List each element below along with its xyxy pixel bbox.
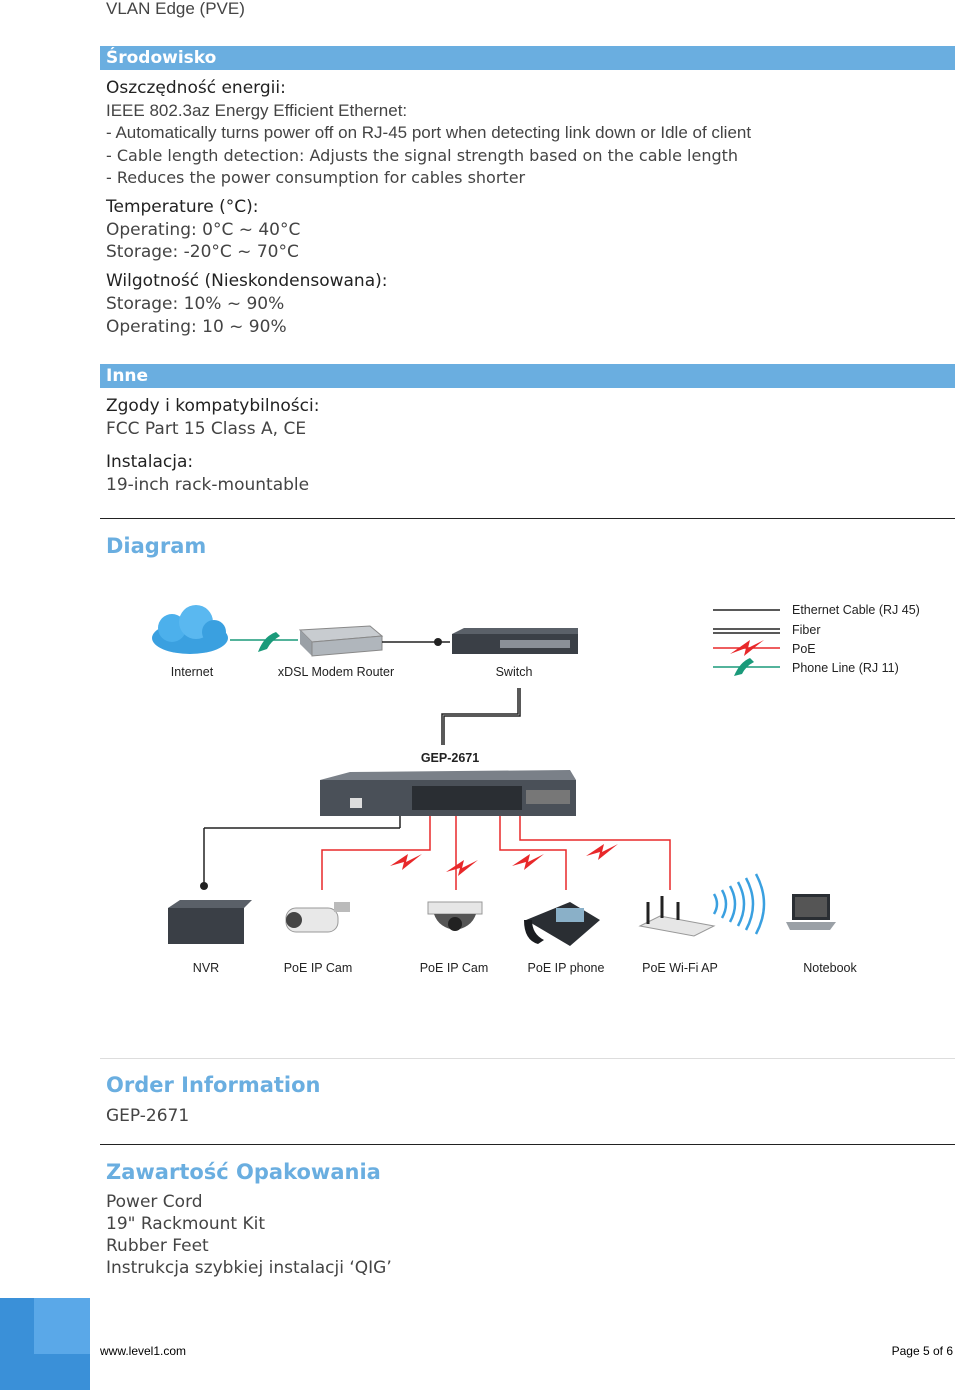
section-title-other: Inne [106, 366, 149, 386]
legend-label: Phone Line (RJ 11) [792, 661, 899, 675]
poe-bolt-icon [446, 860, 478, 876]
energy-line: - Reduces the power consumption for cabl… [106, 168, 526, 187]
footer-website[interactable]: www.level1.com [100, 1344, 187, 1358]
legend-label: Ethernet Cable (RJ 45) [792, 603, 920, 617]
device-label-router: xDSL Modem Router [278, 665, 394, 679]
legend-label: Fiber [792, 623, 820, 637]
device-label-nvr: NVR [193, 961, 219, 975]
install-value: 19-inch rack-mountable [106, 475, 310, 495]
energy-line: - Cable length detection: Adjusts the si… [106, 146, 739, 165]
notebook-icon [786, 894, 836, 930]
spec-value-vlan-edge: VLAN Edge (PVE) [106, 0, 245, 18]
humidity-label: Wilgotność (Nieskondensowana): [106, 271, 388, 291]
install-label: Instalacja: [106, 452, 194, 472]
nvr-icon [168, 900, 252, 944]
temperature-operating: Operating: 0°C ~ 40°C [106, 220, 301, 240]
device-label-notebook: Notebook [803, 961, 857, 975]
footer-page-number: Page 5 of 6 [891, 1344, 953, 1358]
poe-bolt-icon [390, 854, 422, 870]
center-device-label: GEP-2671 [421, 751, 479, 765]
phone-line-icon [258, 632, 280, 652]
legend-phone-icon [734, 658, 754, 676]
package-item: Power Cord [106, 1192, 203, 1212]
ip-phone-icon [524, 902, 600, 946]
device-label-wifi-ap: PoE Wi-Fi AP [642, 961, 718, 975]
poe-bolt-icon [586, 844, 618, 860]
order-value: GEP-2671 [106, 1106, 190, 1126]
section-bar-environment: Środowisko [100, 46, 955, 70]
ip-camera-icon [285, 902, 350, 933]
divider [100, 518, 955, 519]
device-label-ip-phone: PoE IP phone [528, 961, 605, 975]
network-diagram: Ethernet Cable (RJ 45) Fiber PoE Phone L… [152, 603, 920, 975]
energy-line: IEEE 802.3az Energy Efficient Ethernet: [106, 101, 408, 120]
device-label-switch: Switch [496, 665, 533, 679]
switch-icon [452, 628, 578, 654]
package-item: Rubber Feet [106, 1236, 209, 1256]
humidity-operating: Operating: 10 ~ 90% [106, 317, 287, 337]
cloud-icon [152, 605, 228, 654]
device-label-internet: Internet [171, 665, 214, 679]
diagram-legend: Ethernet Cable (RJ 45) Fiber PoE Phone L… [713, 603, 920, 676]
compliance-value: FCC Part 15 Class A, CE [106, 419, 307, 439]
poe-bolt-icon [512, 854, 544, 870]
order-heading: Order Information [106, 1073, 321, 1097]
package-heading: Zawartość Opakowania [106, 1160, 381, 1184]
router-icon [298, 625, 384, 657]
footer-brand-square [34, 1298, 90, 1354]
section-title-environment: Środowisko [106, 48, 217, 68]
device-label-ip-cam: PoE IP Cam [284, 961, 353, 975]
package-item: 19" Rackmount Kit [106, 1214, 266, 1234]
section-bar-other: Inne [100, 364, 955, 388]
device-label-ip-cam: PoE IP Cam [420, 961, 489, 975]
gep-switch-icon [320, 770, 576, 816]
footer-brand-block [0, 1298, 90, 1390]
temperature-label: Temperature (°C): [106, 197, 259, 217]
energy-line: - Automatically turns power off on RJ-45… [106, 123, 752, 142]
energy-label: Oszczędność energii: [106, 78, 286, 98]
divider [100, 1058, 955, 1059]
compliance-label: Zgody i kompatybilności: [106, 396, 320, 416]
wifi-ap-icon [638, 873, 766, 937]
package-item: Instrukcja szybkiej instalacji ‘QIG’ [106, 1258, 392, 1278]
diagram-heading: Diagram [106, 534, 207, 558]
dome-camera-icon [427, 901, 483, 931]
temperature-storage: Storage: -20°C ~ 70°C [106, 242, 299, 262]
legend-poe-bolt-icon [730, 640, 764, 656]
legend-label: PoE [792, 642, 816, 656]
humidity-storage: Storage: 10% ~ 90% [106, 294, 285, 314]
divider [100, 1144, 955, 1145]
